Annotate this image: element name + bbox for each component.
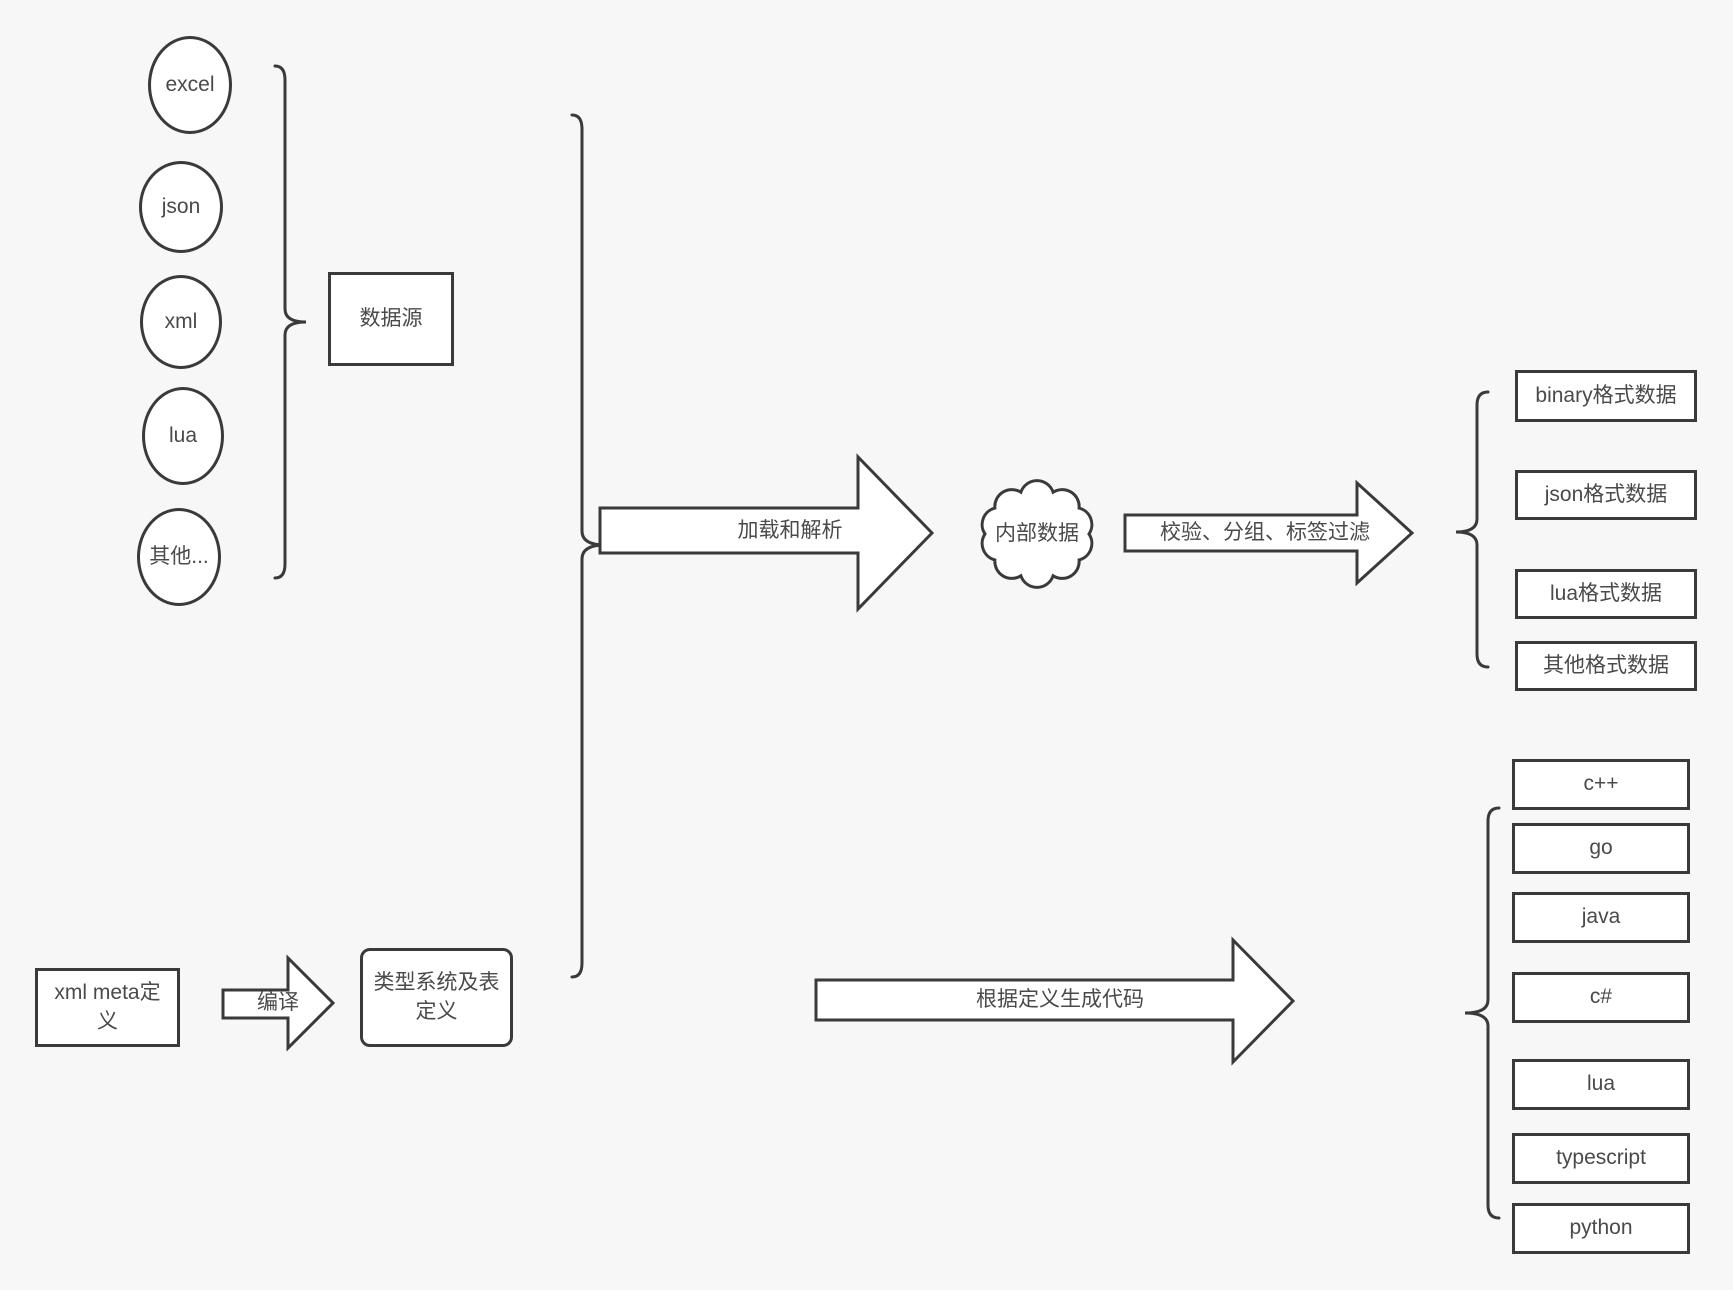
compile-arrow-label: 编译: [257, 991, 299, 1015]
lang-box-lua: lua: [1512, 1059, 1690, 1110]
source-node-excel: excel: [148, 36, 232, 134]
filter-arrow-label: 校验、分组、标签过滤: [1160, 521, 1370, 545]
type-system-box: 类型系统及表定义: [360, 948, 513, 1047]
sources-brace: [273, 64, 307, 580]
lang-box-python-label: python: [1569, 1216, 1633, 1240]
format-box-json: json格式数据: [1515, 470, 1697, 520]
format-box-json-label: json格式数据: [1544, 482, 1668, 506]
data-source-box-label: 数据源: [359, 306, 423, 330]
format-box-lua: lua格式数据: [1515, 569, 1697, 619]
lang-box-csharp: c#: [1512, 972, 1690, 1023]
filter-arrow: [1123, 479, 1415, 587]
lang-box-java: java: [1512, 892, 1690, 943]
format-box-binary: binary格式数据: [1515, 370, 1697, 422]
source-node-lua-label: lua: [168, 423, 198, 447]
load-parse-arrow: [598, 453, 935, 613]
codegen-arrow: [814, 936, 1296, 1066]
compile-arrow: [221, 954, 336, 1052]
source-node-json-label: json: [161, 194, 201, 218]
source-node-xml: xml: [140, 275, 222, 369]
lang-box-typescript: typescript: [1512, 1133, 1690, 1184]
lang-box-csharp-label: c#: [1589, 985, 1613, 1009]
lang-box-typescript-label: typescript: [1556, 1146, 1646, 1170]
source-node-excel-label: excel: [165, 72, 215, 96]
xml-meta-box-label: xml meta定义: [54, 981, 161, 1033]
format-box-binary-label: binary格式数据: [1535, 383, 1677, 407]
codegen-arrow-label: 根据定义生成代码: [976, 988, 1144, 1012]
formats-brace: [1455, 390, 1490, 669]
format-box-lua-label: lua格式数据: [1549, 581, 1663, 605]
source-node-other-label: 其他...: [149, 544, 209, 568]
lang-box-go-label: go: [1589, 836, 1613, 860]
lang-box-python: python: [1512, 1203, 1690, 1254]
type-system-box-label: 类型系统及表定义: [373, 971, 500, 1023]
internal-data-label: 内部数据: [995, 522, 1079, 546]
source-node-lua: lua: [142, 387, 224, 485]
format-box-other: 其他格式数据: [1515, 641, 1697, 691]
lang-box-cpp-label: c++: [1583, 772, 1619, 796]
lang-box-cpp: c++: [1512, 759, 1690, 810]
source-node-xml-label: xml: [164, 309, 198, 333]
internal-data-cloud: [980, 479, 1094, 589]
source-node-json: json: [139, 161, 223, 253]
lang-box-lua-label: lua: [1586, 1072, 1616, 1096]
lang-box-go: go: [1512, 823, 1690, 874]
lang-box-java-label: java: [1581, 905, 1621, 929]
source-node-other: 其他...: [137, 508, 221, 606]
format-box-other-label: 其他格式数据: [1543, 653, 1669, 677]
data-source-box: 数据源: [328, 272, 454, 366]
languages-brace: [1464, 806, 1501, 1220]
load-parse-arrow-label: 加载和解析: [737, 518, 843, 542]
xml-meta-box: xml meta定义: [35, 968, 180, 1047]
